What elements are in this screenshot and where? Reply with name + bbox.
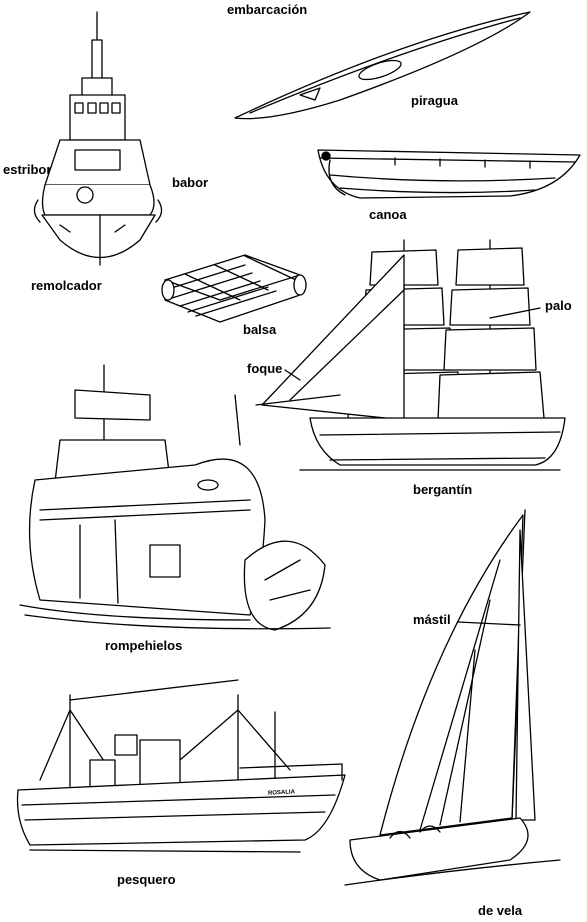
raft-illustration: [161, 254, 307, 323]
kayak-illustration: [234, 11, 531, 120]
label-bergantin: bergantín: [413, 482, 473, 497]
label-de-vela: de vela: [478, 903, 523, 918]
brigantine-illustration: [255, 239, 566, 471]
label-palo: palo: [545, 298, 572, 313]
leader-lines: [284, 307, 541, 626]
label-babor: babor: [172, 175, 209, 190]
fishing-vessel-illustration: [16, 679, 346, 853]
tugboat-illustration: [33, 11, 163, 266]
sailboat-illustration: [344, 509, 561, 886]
label-mastil: mástil: [413, 612, 451, 627]
label-canoa: canoa: [369, 207, 407, 222]
page-title: embarcación: [227, 2, 308, 17]
label-balsa: balsa: [243, 322, 277, 337]
canoe-illustration: [317, 149, 581, 199]
label-estribor: estribor: [3, 162, 52, 177]
label-pesquero: pesquero: [117, 872, 176, 887]
label-remolcador: remolcador: [31, 278, 102, 293]
label-foque: foque: [247, 361, 283, 376]
label-rompehielos: rompehielos: [105, 638, 183, 653]
label-piragua: piragua: [411, 93, 458, 108]
icebreaker-illustration: [19, 364, 331, 631]
